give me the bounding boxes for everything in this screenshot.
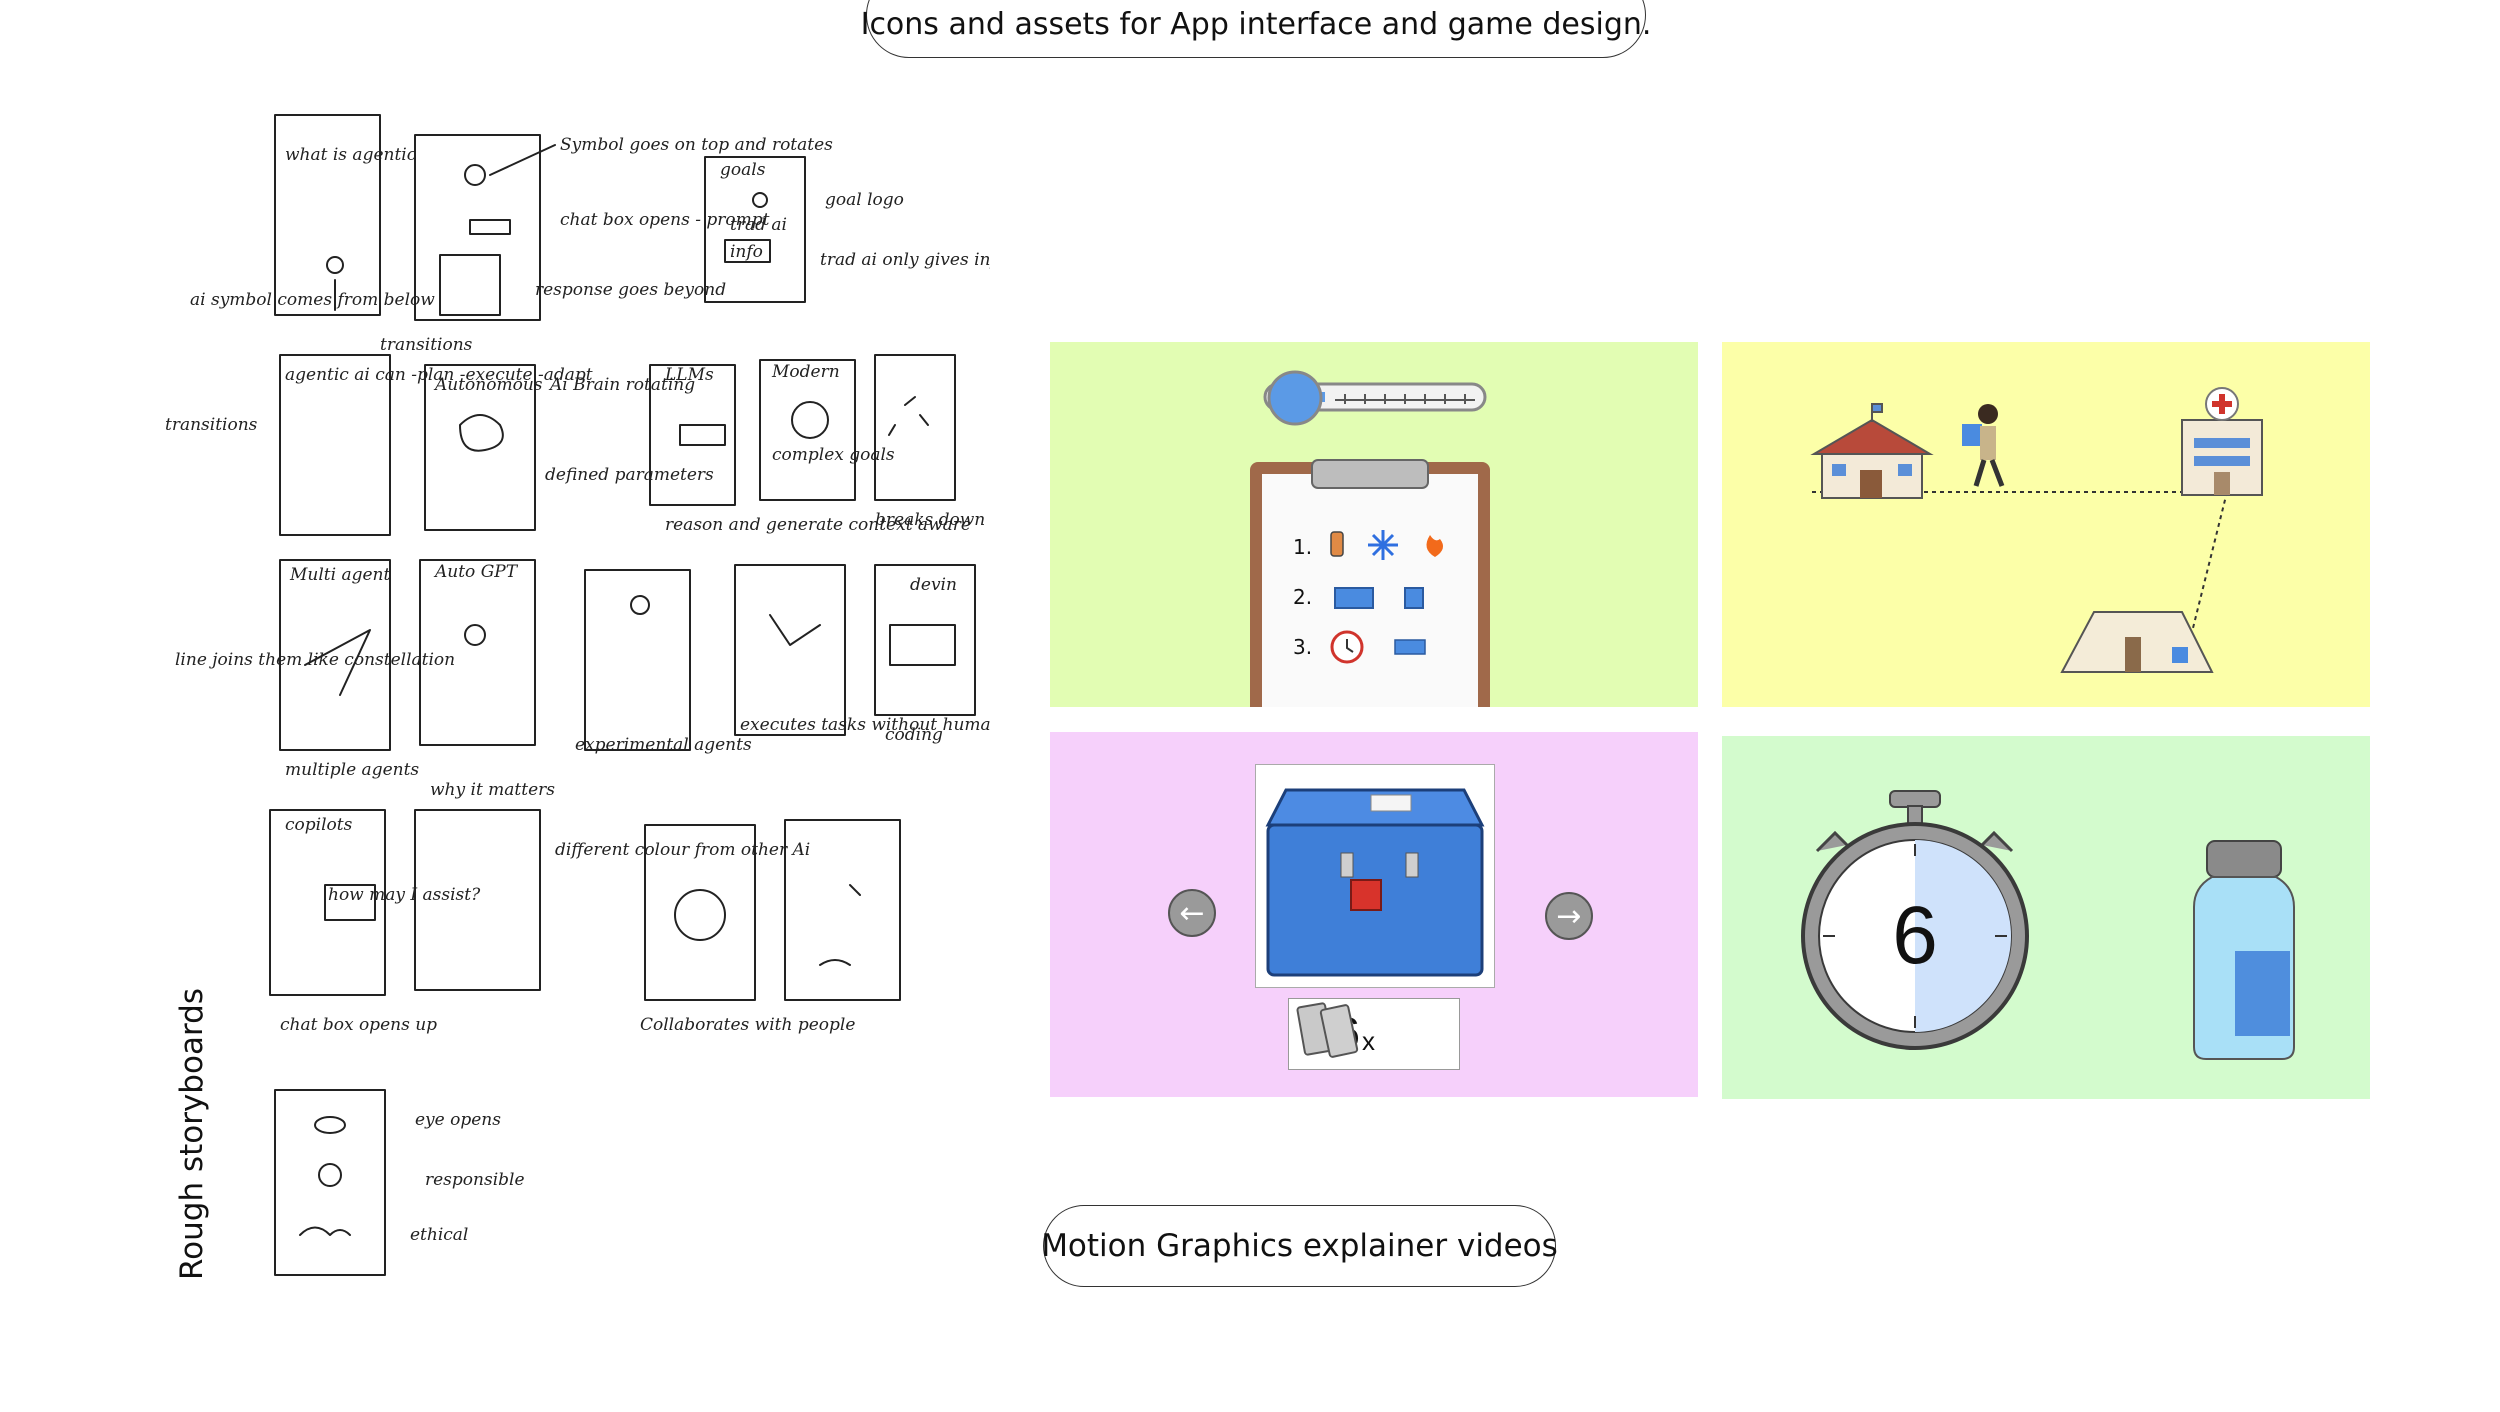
note-chat-opens: chat box opens up <box>280 1015 437 1035</box>
note-experimental: experimental agents <box>575 735 752 755</box>
note-chat-box: chat box opens - prompt <box>560 210 770 230</box>
note-defined-params: defined parameters <box>545 465 714 485</box>
note-reason: reason and generate context aware <box>665 515 971 535</box>
box-icon <box>1334 587 1374 609</box>
note-goals: goals <box>720 160 766 180</box>
note-how-may: how may I assist? <box>328 885 481 905</box>
note-multi-agent: Multi agent <box>289 565 390 585</box>
note-auto-gpt: Auto GPT <box>433 562 519 582</box>
truck-icon <box>1394 639 1426 655</box>
panel-journey-map <box>1722 342 2370 707</box>
vial-icon <box>2193 840 2295 1060</box>
note-autonomous: Autonomous <box>433 375 543 395</box>
header-pill-label: Icons and assets for App interface and g… <box>860 6 1652 42</box>
note-symbol-top: Symbol goes on top and rotates <box>560 135 833 155</box>
note-breaks-down: breaks down <box>875 510 985 530</box>
note-ai-symbol: ai symbol comes from below <box>190 290 435 310</box>
storyboard-sketches: what is agentic ai symbol comes from bel… <box>160 105 1011 1285</box>
note-trad-ai: trad ai <box>730 215 787 235</box>
next-button[interactable]: → <box>1545 892 1593 940</box>
snowflake-icon <box>1368 530 1398 560</box>
note-executes: executes tasks without humans <box>740 715 990 735</box>
footer-pill: Motion Graphics explainer videos <box>1041 1205 1558 1287</box>
cooler-card <box>1255 764 1495 988</box>
tent-icon <box>2060 611 2214 673</box>
note-transitions-2: transitions <box>165 415 258 435</box>
note-eye-opens: eye opens <box>415 1110 501 1130</box>
note-responsible: responsible <box>425 1170 525 1190</box>
arrow-right-icon: → <box>1556 898 1582 934</box>
quantity-card: 26 x <box>1288 998 1460 1070</box>
note-response: response goes beyond <box>535 280 726 300</box>
note-line-joins: line joins them like constellation <box>175 650 455 670</box>
thermometer-icon <box>1263 370 1487 426</box>
note-coding: coding <box>885 725 943 745</box>
note-collaborates: Collaborates with people <box>640 1015 855 1035</box>
note-devin: devin <box>910 575 957 595</box>
note-copilots: copilots <box>285 815 353 835</box>
note-different-colour: different colour from other Ai <box>555 840 810 860</box>
note-complex-goals: complex goals <box>772 445 895 465</box>
panel-stopwatch: 6 <box>1722 736 2370 1099</box>
list-number-2: 2. <box>1293 585 1312 609</box>
note-what-is-agentic: what is agentic <box>285 145 417 165</box>
note-info: info <box>730 242 763 262</box>
prev-button[interactable]: ← <box>1168 889 1216 937</box>
quantity-multiplier: x <box>1361 1025 1375 1056</box>
note-agentic-can: agentic ai can -plan -execute -adapt <box>285 365 593 385</box>
list-number-1: 1. <box>1293 535 1312 559</box>
hospital-icon <box>2181 387 2263 496</box>
walker-icon <box>1962 404 2005 487</box>
house-icon <box>1810 403 1934 499</box>
note-ai-brain: Ai Brain rotating <box>548 375 695 395</box>
note-goal-logo: goal logo <box>825 190 904 210</box>
note-why-matters: why it matters <box>430 780 555 800</box>
bottle-icon <box>1330 531 1344 557</box>
note-transitions-1: transitions <box>380 335 473 355</box>
arrow-left-icon: ← <box>1179 895 1205 931</box>
list-number-3: 3. <box>1293 635 1312 659</box>
note-ethical: ethical <box>410 1225 468 1245</box>
header-pill: Icons and assets for App interface and g… <box>861 0 1651 58</box>
note-llms: LLMs <box>664 365 714 385</box>
flame-icon <box>1426 535 1444 557</box>
note-trad-ai-info: trad ai only gives info <box>820 250 990 270</box>
cooler-box-icon <box>1265 788 1485 977</box>
footer-pill-label: Motion Graphics explainer videos <box>1041 1228 1558 1264</box>
stopwatch-icon <box>1801 790 2029 1050</box>
clipboard-icon: 1. 2. 3. <box>1250 459 1490 707</box>
panel-cooler-carousel: ← → 26 x <box>1050 732 1698 1097</box>
note-multiple-agents: multiple agents <box>285 760 419 780</box>
strip-icon <box>1296 1002 1359 1058</box>
panel-clipboard: 1. 2. 3. <box>1050 342 1698 707</box>
note-modern: Modern <box>771 362 840 382</box>
timer-value: 6 <box>1892 890 1938 981</box>
